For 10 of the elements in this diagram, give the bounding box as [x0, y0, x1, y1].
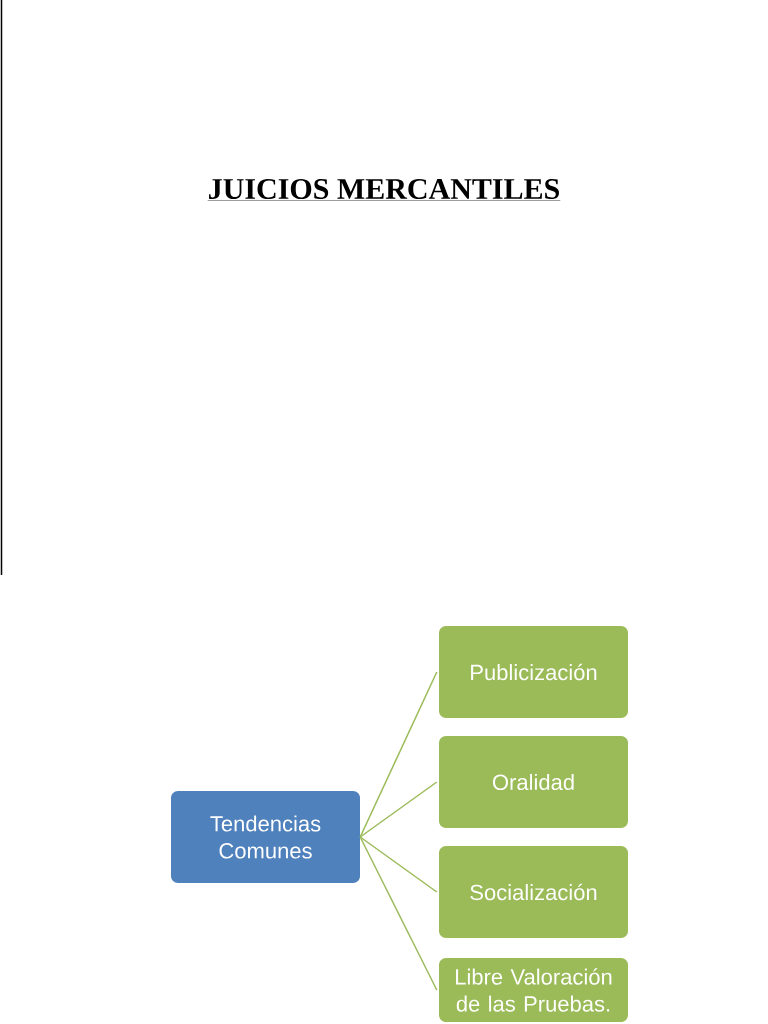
item-box: Socialización — [439, 846, 628, 938]
topic-box: Tendencias Comunes — [171, 791, 360, 883]
item-box: Oralidad — [439, 736, 628, 828]
connector-line — [359, 836, 438, 991]
connector-line — [359, 671, 438, 838]
title: JUICIOS MERCANTILES — [207, 178, 561, 201]
connector-line — [359, 836, 438, 893]
item-box: Publicización — [439, 626, 628, 718]
item-box: Libre Valoración de las Pruebas. — [439, 958, 628, 1022]
connector-line — [359, 781, 438, 838]
